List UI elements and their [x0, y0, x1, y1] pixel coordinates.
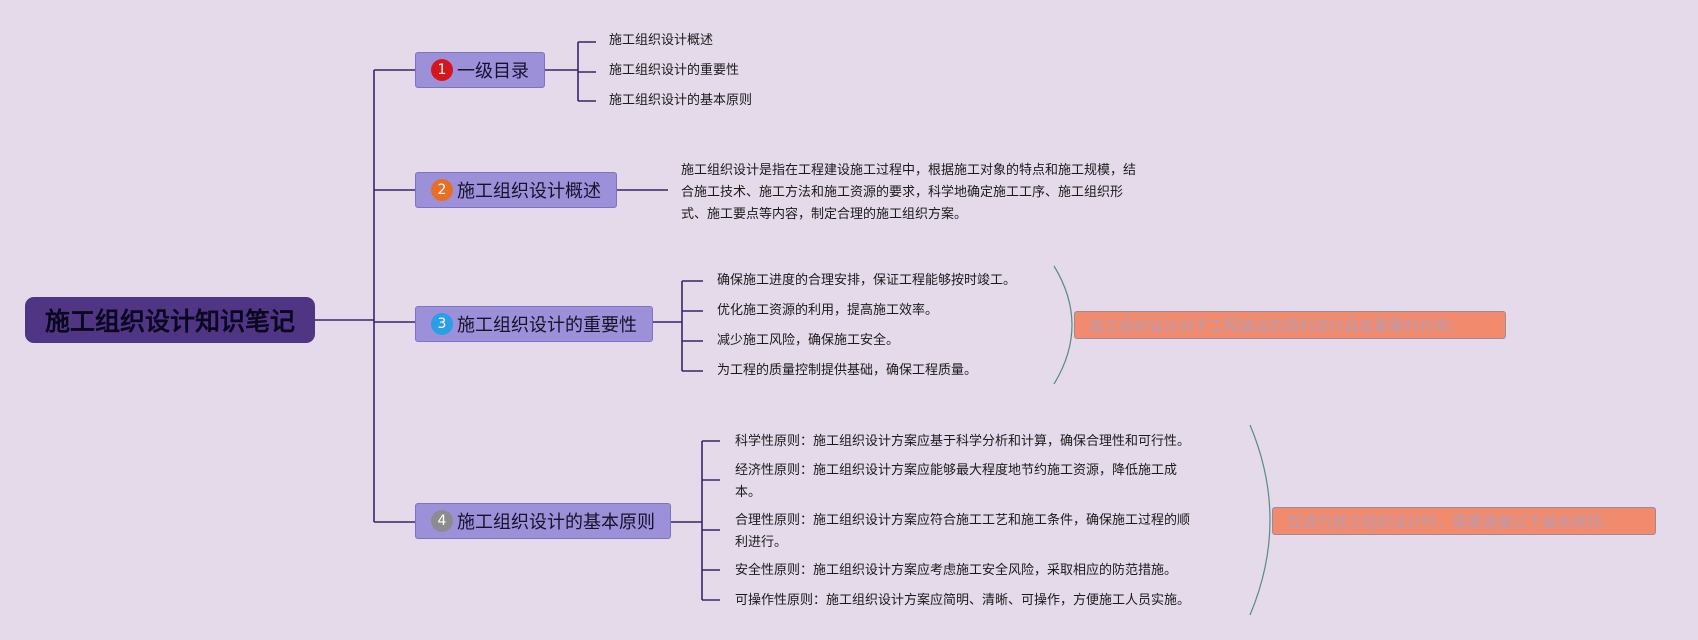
topic-label: 施工组织设计概述: [457, 181, 601, 202]
principle-item[interactable]: 可操作性原则：施工组织设计方案应简明、清晰、可操作，方便施工人员实施。: [735, 590, 1190, 612]
topic-importance[interactable]: 3 施工组织设计的重要性: [415, 306, 653, 342]
number-badge: 1: [431, 59, 453, 81]
number-badge: 2: [431, 179, 453, 201]
number-badge: 4: [431, 510, 453, 532]
summary-brace-importance: [1053, 265, 1073, 385]
number-badge: 3: [431, 313, 453, 335]
topic-label: 施工组织设计的重要性: [457, 315, 637, 336]
importance-item[interactable]: 减少施工风险，确保施工安全。: [717, 333, 900, 348]
toc-item[interactable]: 施工组织设计概述: [609, 33, 714, 48]
overview-line: 合施工技术、施工方法和施工资源的要求，科学地确定施工工序、施工组织形: [681, 185, 1124, 200]
importance-item[interactable]: 确保施工进度的合理安排，保证工程能够按时竣工。: [717, 273, 1017, 288]
principle-line: 利进行。: [735, 535, 788, 550]
principle-item[interactable]: 安全性原则：施工组织设计方案应考虑施工安全风险，采取相应的防范措施。: [735, 560, 1177, 582]
topic-label: 施工组织设计的基本原则: [457, 512, 655, 533]
overview-text[interactable]: 施工组织设计是指在工程建设施工过程中，根据施工对象的特点和施工规模，结 合施工技…: [681, 160, 1136, 226]
principle-line: 经济性原则：施工组织设计方案应能够最大程度地节约施工资源，降低施工成: [735, 463, 1178, 478]
root-title: 施工组织设计知识笔记: [44, 307, 295, 336]
principle-line: 安全性原则：施工组织设计方案应考虑施工安全风险，采取相应的防范措施。: [735, 563, 1178, 578]
importance-summary[interactable]: 施工组织设计对于工程建设的顺利进行具有重要的作用：: [1074, 311, 1506, 339]
principle-line: 合理性原则：施工组织设计方案应符合施工工艺和施工条件，确保施工过程的顺: [735, 513, 1191, 528]
principle-line: 科学性原则：施工组织设计方案应基于科学分析和计算，确保合理性和可行性。: [735, 434, 1191, 449]
principle-item[interactable]: 科学性原则：施工组织设计方案应基于科学分析和计算，确保合理性和可行性。: [735, 431, 1190, 453]
overview-line: 式、施工要点等内容，制定合理的施工组织方案。: [681, 207, 968, 222]
overview-line: 施工组织设计是指在工程建设施工过程中，根据施工对象的特点和施工规模，结: [681, 163, 1137, 178]
principle-line: 本。: [735, 485, 762, 500]
principle-item[interactable]: 合理性原则：施工组织设计方案应符合施工工艺和施工条件，确保施工过程的顺 利进行。: [735, 510, 1190, 554]
topic-principles[interactable]: 4 施工组织设计的基本原则: [415, 503, 671, 539]
principle-line: 可操作性原则：施工组织设计方案应简明、清晰、可操作，方便施工人员实施。: [735, 593, 1191, 608]
topic-overview[interactable]: 2 施工组织设计概述: [415, 172, 617, 208]
summary-brace-principles: [1249, 424, 1271, 616]
topic-label: 一级目录: [457, 61, 529, 82]
topic-toc[interactable]: 1 一级目录: [415, 52, 545, 88]
summary-text: 施工组织设计对于工程建设的顺利进行具有重要的作用：: [1089, 316, 1465, 335]
importance-item[interactable]: 优化施工资源的利用，提高施工效率。: [717, 303, 939, 318]
principle-item[interactable]: 经济性原则：施工组织设计方案应能够最大程度地节约施工资源，降低施工成 本。: [735, 460, 1177, 504]
toc-item[interactable]: 施工组织设计的重要性: [609, 63, 740, 78]
summary-text: 在进行施工组织设计时，需要遵循以下基本原则：: [1287, 512, 1618, 531]
importance-item[interactable]: 为工程的质量控制提供基础，确保工程质量。: [717, 363, 978, 378]
root-topic[interactable]: 施工组织设计知识笔记: [25, 297, 315, 343]
principles-summary[interactable]: 在进行施工组织设计时，需要遵循以下基本原则：: [1272, 507, 1656, 535]
toc-item[interactable]: 施工组织设计的基本原则: [609, 93, 753, 108]
